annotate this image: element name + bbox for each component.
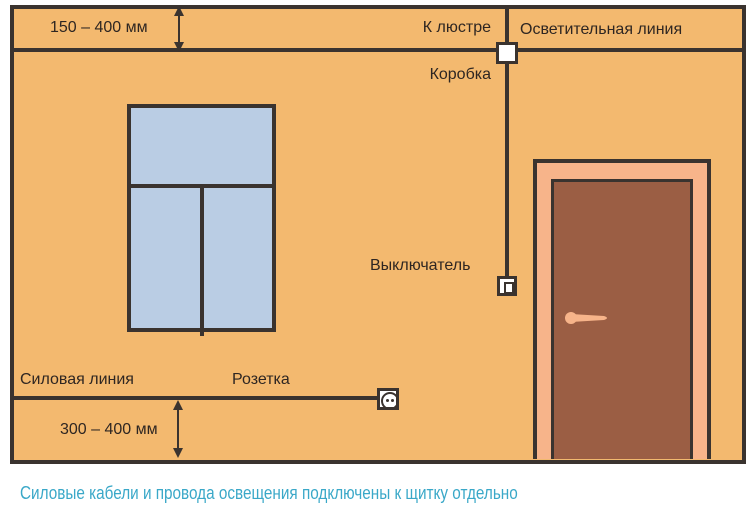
switch-label: Выключатель	[370, 257, 471, 274]
junction-box-icon	[496, 42, 518, 64]
lighting-line-label: Осветительная линия	[520, 21, 683, 38]
socket-icon	[377, 388, 399, 410]
window	[127, 104, 276, 336]
power-line-label: Силовая линия	[20, 371, 134, 388]
door	[551, 179, 693, 459]
to-chandelier-label: К люстре	[422, 19, 491, 36]
junction-box-label: Коробка	[429, 66, 491, 83]
bottom-dimension-arrow-icon	[173, 400, 183, 458]
lighting-line	[10, 48, 746, 52]
window-mullion	[200, 186, 204, 336]
switch-key	[504, 282, 514, 294]
vertical-wire-ceiling	[505, 5, 509, 49]
switch-icon	[497, 276, 517, 296]
power-line	[10, 396, 380, 400]
socket-face	[381, 392, 399, 410]
bottom-dimension-label: 300 – 400 мм	[60, 421, 158, 438]
door-handle-icon	[565, 312, 607, 324]
vertical-wire-to-switch	[505, 52, 509, 277]
top-dimension-arrow-icon	[174, 6, 184, 52]
top-dimension-label: 150 – 400 мм	[50, 19, 148, 36]
caption: Силовые кабели и провода освещения подкл…	[20, 483, 518, 503]
socket-label: Розетка	[232, 371, 290, 388]
